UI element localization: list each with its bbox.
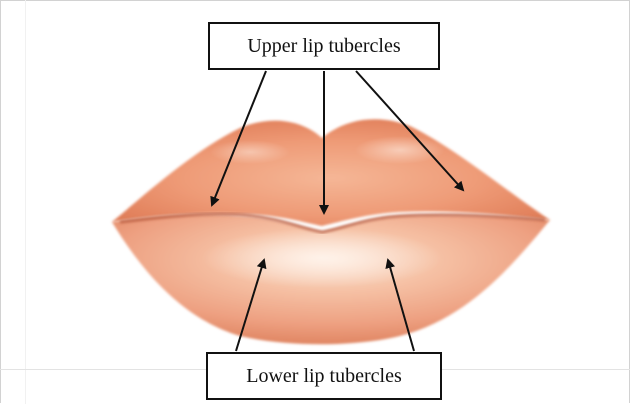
upper-lip bbox=[112, 119, 550, 226]
lower-lip-highlight bbox=[202, 228, 442, 288]
upper-label-text: Upper lip tubercles bbox=[247, 35, 400, 58]
lower-label-text: Lower lip tubercles bbox=[246, 365, 402, 388]
upper-lip-highlight-left bbox=[210, 140, 290, 164]
lower-lip-tubercles-label: Lower lip tubercles bbox=[206, 352, 442, 400]
upper-lip-tubercles-label: Upper lip tubercles bbox=[208, 22, 440, 70]
upper-lip-highlight bbox=[355, 136, 445, 164]
